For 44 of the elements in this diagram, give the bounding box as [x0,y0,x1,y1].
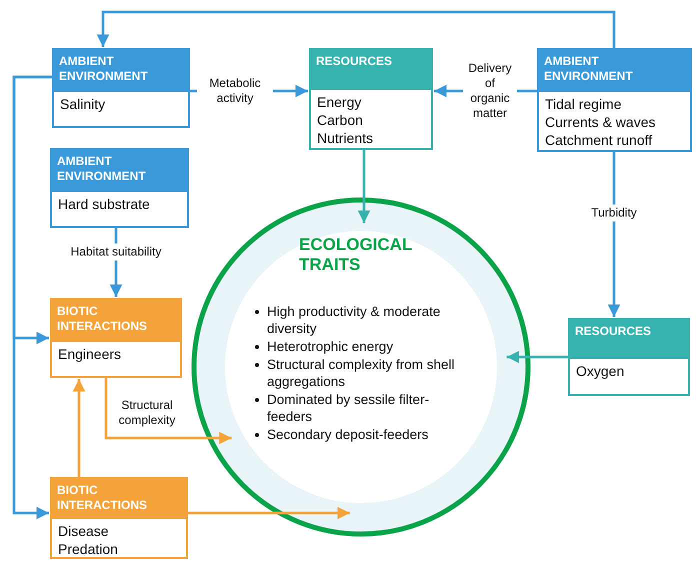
factor-box [568,318,690,396]
circle-title: ECOLOGICAL TRAITS [299,235,414,275]
factor-text: Currents & waves [545,113,656,131]
factor-box [50,477,188,559]
box-heading: BIOTIC INTERACTIONS [57,304,148,334]
factor-text: Hard substrate [58,195,151,213]
trait-text: Structural complexity from shell aggregations [267,356,456,390]
arrow [12,76,52,520]
box-heading: AMBIENT ENVIRONMENT [59,54,149,84]
factor-text: Disease [58,522,110,540]
traits-circle [191,197,531,537]
edge-label: Metabolic activity [197,75,273,107]
arrow [104,378,232,444]
arrow [188,506,350,520]
edge-label: Habitat suitability [68,244,164,260]
factor-box [52,48,190,128]
arrow [506,350,568,364]
factor-text: Engineers [58,345,122,363]
factor-text: Nutrients [317,129,374,147]
box-heading: RESOURCES [316,54,394,69]
arrow [608,152,620,317]
factor-text: Tidal regime [545,95,623,113]
factor-box [50,298,182,378]
trait-text: High productivity & moderate diversity [267,303,442,337]
factor-text: Oxygen [576,362,626,380]
trait-text: Dominated by sessile filter-feeders [267,391,430,425]
factor-text: Energy [317,93,362,111]
factor-box [309,48,433,150]
factor-box [537,48,692,152]
box-heading: AMBIENT ENVIRONMENT [57,154,147,184]
trait-text: Heterotrophic energy [267,338,394,355]
factor-box [50,148,189,228]
box-heading: BIOTIC INTERACTIONS [57,483,148,513]
factor-text: Catchment runoff [545,131,654,149]
box-heading: AMBIENT ENVIRONMENT [544,54,634,84]
edge-label: Turbidity [589,204,639,222]
arrow [96,10,616,48]
arrow [72,379,86,477]
factor-text: Predation [58,540,119,558]
trait-text: Secondary deposit-feeders [267,426,428,443]
factor-text: Salinity [60,95,106,113]
arrow [358,150,370,224]
factor-text: Carbon [317,111,364,129]
box-heading: RESOURCES [575,324,652,339]
